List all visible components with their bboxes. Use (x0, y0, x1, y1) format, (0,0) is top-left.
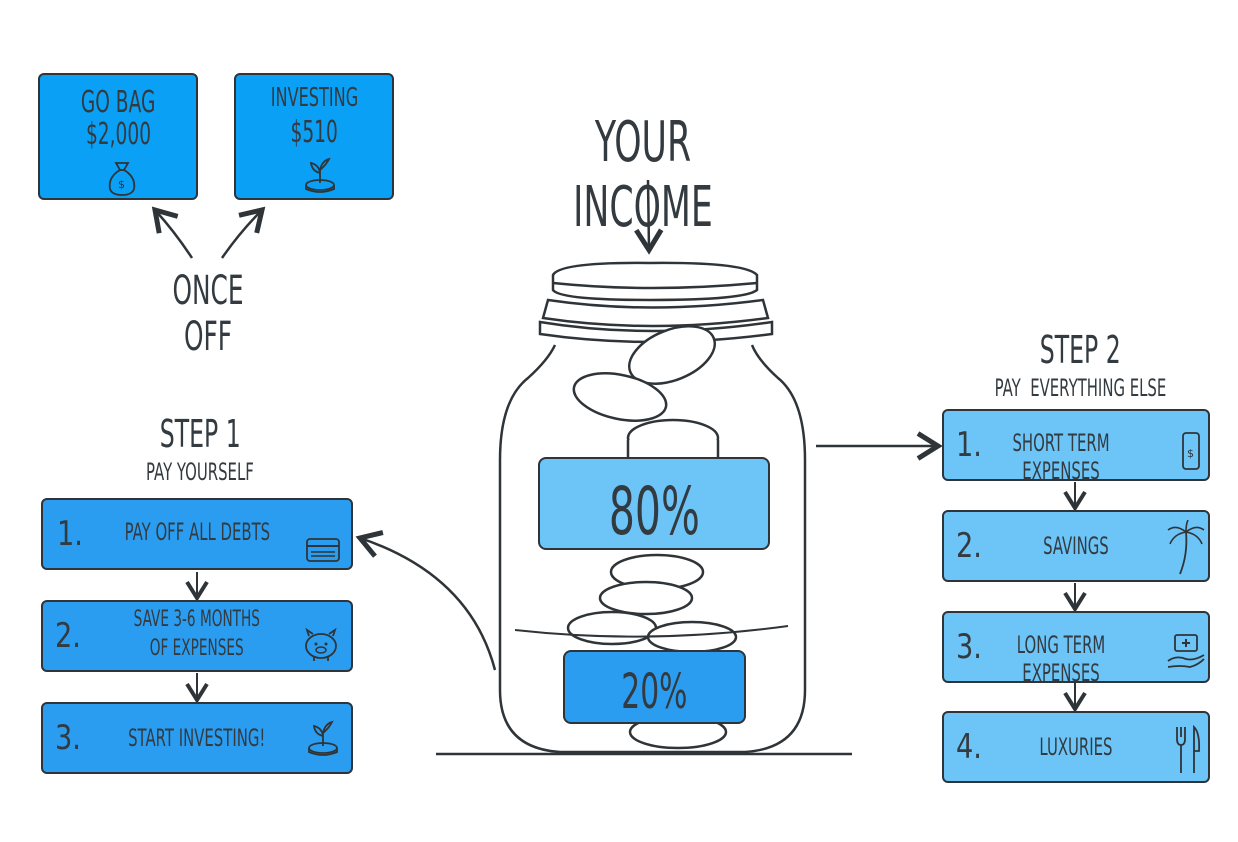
your-income-label: YOUR INCOME (573, 110, 713, 240)
go-bag-box: GO BAG $2,000 $ (38, 73, 198, 200)
step1-item-3-number: 3. (55, 718, 81, 758)
step1-item-3: 3. START INVESTING! (41, 702, 353, 774)
arrow-income (634, 179, 664, 255)
investing-box: INVESTING $510 (234, 73, 394, 200)
go-bag-amount: $2,000 (85, 117, 151, 152)
step2-item-3-number: 3. (956, 627, 982, 667)
arrow-to-go-bag (151, 206, 194, 259)
medical-hand-icon (1167, 634, 1205, 668)
palm-tree-icon (1167, 520, 1205, 575)
step1-title: STEP 1 (159, 412, 241, 456)
step2-subtitle: PAY EVERYTHING ELSE (994, 374, 1166, 402)
jar-upper-percent: 80% (608, 473, 700, 550)
jar-divider (514, 625, 789, 638)
step1-item-2: 2. SAVE 3-6 MONTHS OF EXPENSES (41, 600, 353, 672)
step2-item-2-label: SAVINGS (1043, 532, 1109, 560)
plant-coins-icon (305, 157, 335, 193)
step1-item-1-label: PAY OFF ALL DEBTS (124, 518, 270, 546)
investing-amount: $510 (290, 115, 338, 150)
step2-item-1-number: 1. (956, 425, 982, 465)
money-bag-icon: $ (108, 162, 136, 196)
step2-item-1: 1. SHORT TERM EXPENSES $ (942, 409, 1210, 485)
phone-dollar-icon: $ (1182, 432, 1200, 470)
piggy-bank-icon (305, 627, 337, 661)
arrow-to-investing (220, 206, 266, 259)
jar-label-20: 20% (563, 650, 746, 724)
step2-item-2-number: 2. (956, 526, 982, 566)
step1-item-1: 1. PAY OFF ALL DEBTS (41, 498, 353, 570)
arrow-to-step1 (355, 530, 497, 671)
step1-item-2-number: 2. (55, 616, 81, 656)
go-bag-title: GO BAG (80, 85, 156, 120)
step1-subtitle: PAY YOURSELF (146, 458, 254, 486)
step2-item-4-number: 4. (956, 727, 982, 767)
jar-lower-percent: 20% (621, 664, 688, 720)
plant-coins-icon (308, 720, 338, 756)
svg-text:$: $ (1187, 447, 1194, 460)
step1-item-2-label-line1: SAVE 3-6 MONTHS (133, 607, 261, 632)
once-off-label: ONCE OFF (172, 268, 244, 360)
step1-item-2-label-line2: OF EXPENSES (150, 636, 244, 661)
step1-item-1-number: 1. (57, 514, 83, 554)
jar-label-80: 80% (538, 457, 770, 550)
investing-title: INVESTING (270, 83, 358, 113)
step2-title: STEP 2 (1039, 328, 1121, 372)
jar-lid (538, 261, 774, 344)
step2-item-3-label: LONG TERM EXPENSES (1016, 631, 1106, 687)
step2-item-2: 2. SAVINGS (942, 510, 1210, 582)
step2-item-4-label: LUXURIES (1039, 733, 1113, 761)
credit-card-icon (306, 538, 340, 562)
step2-item-1-label: SHORT TERM EXPENSES (1012, 429, 1110, 485)
svg-text:$: $ (118, 178, 125, 191)
step2-item-4: 4. LUXURIES (942, 711, 1210, 783)
step2-item-3: 3. LONG TERM EXPENSES (942, 611, 1210, 687)
cutlery-icon (1176, 725, 1201, 773)
step1-item-3-label: START INVESTING! (128, 724, 266, 752)
